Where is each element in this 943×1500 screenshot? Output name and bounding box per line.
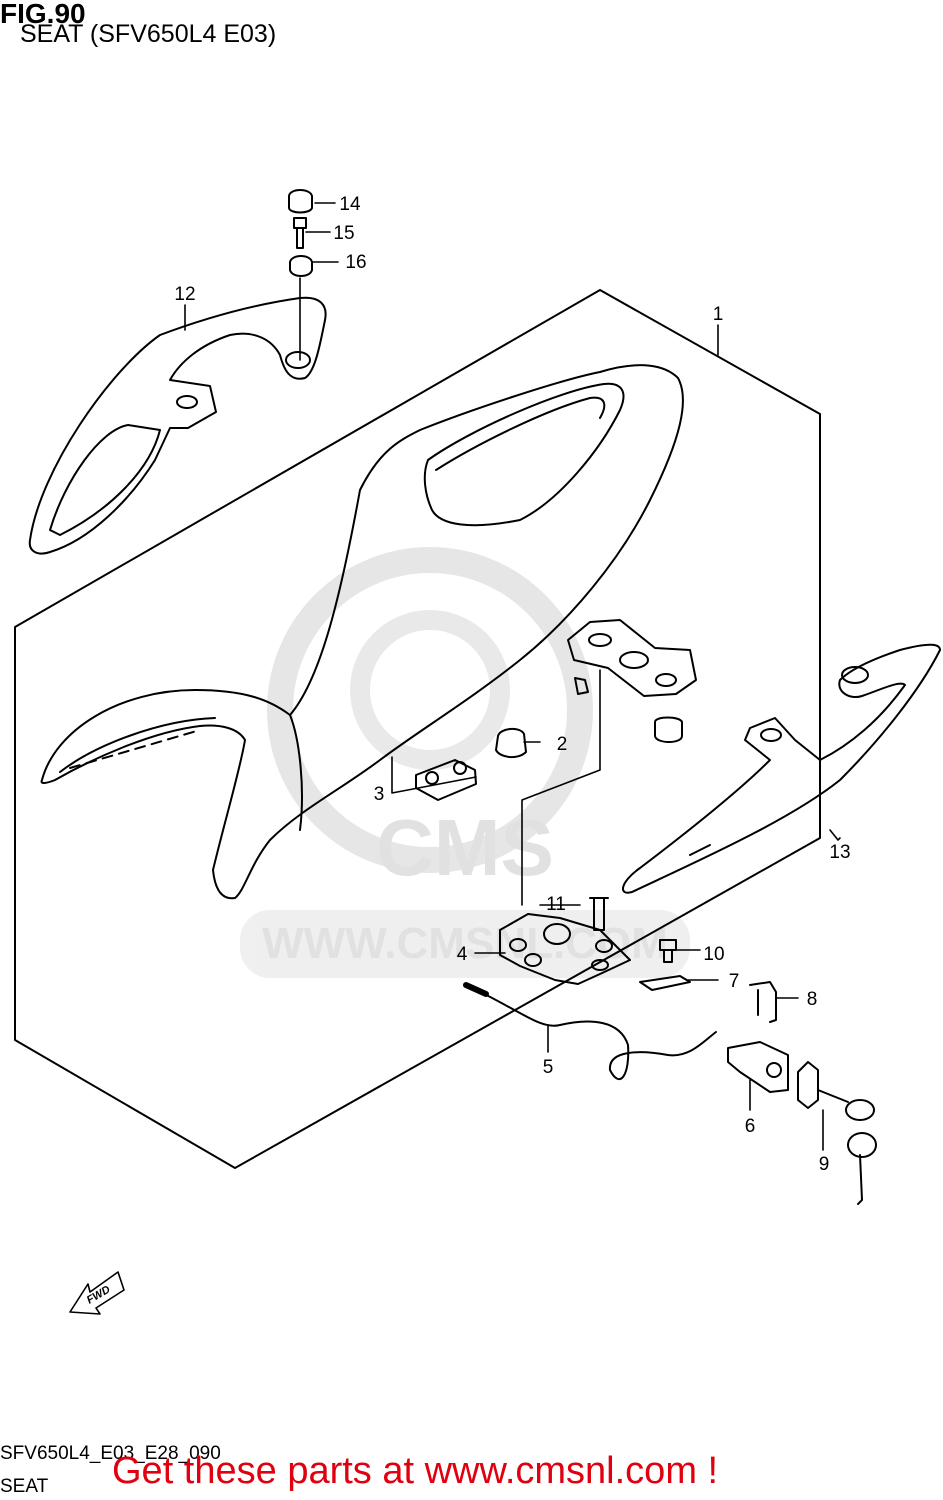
seat-lock-cable[interactable]	[465, 984, 717, 1081]
seat-lock-assembly[interactable]	[499, 913, 631, 985]
callout-13: 13	[829, 842, 850, 863]
watermark-brand: CMS	[376, 803, 554, 892]
washer-16[interactable]	[289, 255, 313, 277]
callout-1: 1	[713, 304, 724, 325]
bolt-15[interactable]	[293, 217, 307, 249]
figure-title: FIG.90	[0, 0, 86, 29]
cap-14[interactable]	[288, 189, 313, 214]
callout-8: 8	[807, 989, 818, 1010]
callout-4: 4	[457, 944, 468, 965]
callout-16: 16	[345, 252, 366, 273]
forward-direction-arrow	[69, 1271, 125, 1315]
clamp-8[interactable]	[749, 981, 777, 1023]
callout-10: 10	[703, 944, 724, 965]
seat-cushion-rubber[interactable]	[495, 728, 527, 758]
parts-diagram: CMS WWW.CMSNL.COM	[14, 189, 941, 1315]
rear-grab-rail-left[interactable]	[28, 296, 327, 555]
leader-lines	[184, 202, 841, 1151]
assembly-boundary	[14, 289, 821, 1169]
figure-subtitle: SEAT (SFV650L4 E03)	[20, 20, 277, 48]
callout-2: 2	[557, 734, 568, 755]
seat-bracket[interactable]	[567, 619, 697, 743]
callout-14: 14	[339, 194, 361, 215]
callout-11: 11	[546, 894, 566, 915]
bolt-11[interactable]	[589, 897, 609, 931]
callout-numbers: 1 2 3 4 5 6 7 8 9 10 11 12 13 14 15 16	[174, 194, 850, 1175]
watermark: CMS WWW.CMSNL.COM	[240, 547, 690, 978]
diagram-code: SFV650L4_E03_E28_090	[0, 1443, 221, 1464]
callout-7: 7	[729, 971, 740, 992]
seat[interactable]	[40, 364, 684, 900]
promo-link[interactable]: Get these parts at www.cmsnl.com !	[112, 1450, 719, 1492]
rear-grab-rail-right[interactable]	[622, 643, 941, 894]
callout-12: 12	[174, 284, 195, 305]
callout-6: 6	[745, 1116, 756, 1137]
lock-bracket[interactable]	[727, 1041, 789, 1093]
callout-15: 15	[333, 223, 354, 244]
key-cylinder[interactable]	[797, 1061, 877, 1205]
clip-7[interactable]	[639, 975, 691, 991]
callout-5: 5	[543, 1057, 554, 1078]
group-name: SEAT	[0, 1476, 49, 1497]
callout-9: 9	[819, 1154, 830, 1175]
callout-3: 3	[374, 784, 385, 805]
